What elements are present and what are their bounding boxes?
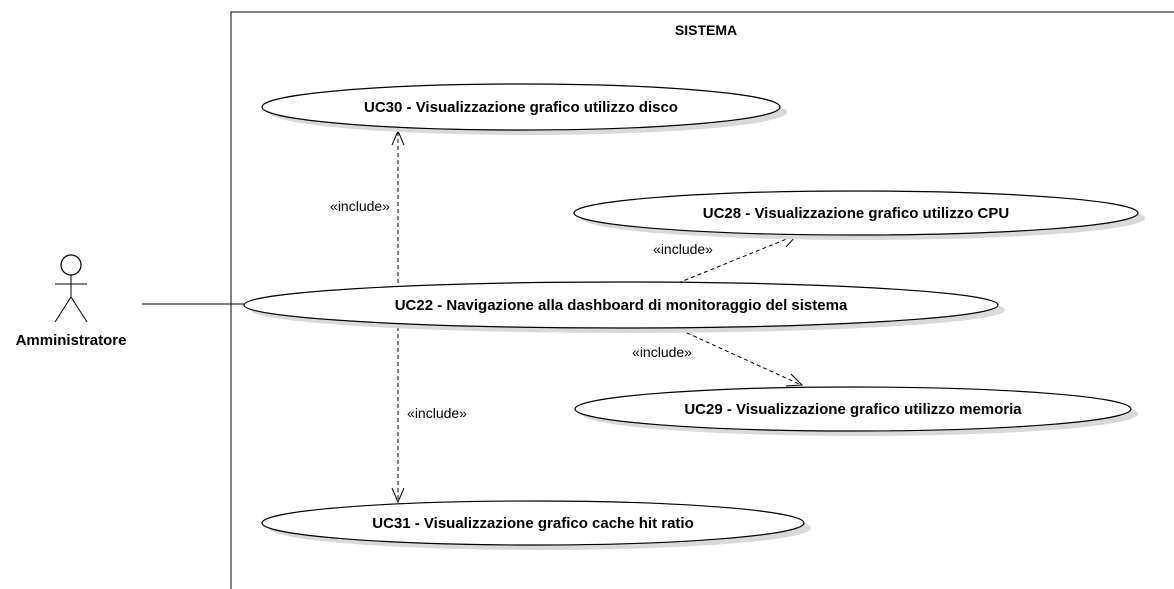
include-uc31-label: «include» <box>407 405 467 421</box>
system-boundary-border <box>230 11 1174 589</box>
use-case-uc29-label: UC29 - Visualizzazione grafico utilizzo … <box>684 401 1022 418</box>
include-uc29-relation <box>673 326 804 387</box>
include-uc31-relation <box>391 327 405 504</box>
include-uc29-line <box>673 326 800 385</box>
use-case-uc22[interactable]: UC22 - Navigazione alla dashboard di mon… <box>243 281 1005 333</box>
stick-figure-icon <box>54 254 88 323</box>
include-uc29-label: «include» <box>632 344 692 360</box>
include-uc30-relation <box>391 129 405 283</box>
include-uc30-label: «include» <box>330 198 390 214</box>
actor-name: Amministratore <box>16 332 127 349</box>
use-case-uc29[interactable]: UC29 - Visualizzazione grafico utilizzo … <box>574 386 1138 436</box>
use-case-uc30-label: UC30 - Visualizzazione grafico utilizzo … <box>364 99 678 116</box>
include-uc28-label: «include» <box>653 241 713 257</box>
use-case-uc28-label: UC28 - Visualizzazione grafico utilizzo … <box>703 205 1009 222</box>
use-case-uc28[interactable]: UC28 - Visualizzazione grafico utilizzo … <box>573 190 1145 240</box>
arrowhead-icon <box>785 373 804 387</box>
system-boundary: SISTEMA <box>230 11 1174 589</box>
use-case-uc31-label: UC31 - Visualizzazione grafico cache hit… <box>372 515 693 532</box>
system-title: SISTEMA <box>675 22 737 38</box>
actor-amministratore[interactable]: Amministratore <box>16 254 127 349</box>
arrowhead-icon <box>391 487 405 504</box>
use-case-uc30[interactable]: UC30 - Visualizzazione grafico utilizzo … <box>261 83 787 135</box>
use-case-uc31[interactable]: UC31 - Visualizzazione grafico cache hit… <box>261 500 811 550</box>
use-case-uc22-label: UC22 - Navigazione alla dashboard di mon… <box>395 297 848 314</box>
